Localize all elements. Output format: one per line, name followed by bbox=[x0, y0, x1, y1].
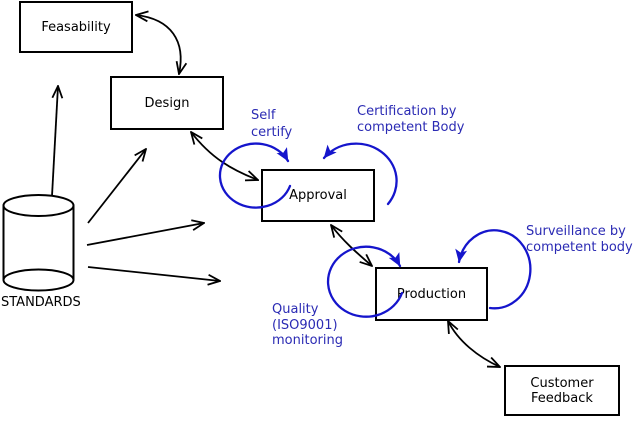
box-production: Production bbox=[375, 267, 488, 321]
box-feasability: Feasability bbox=[19, 1, 133, 53]
standards-cylinder bbox=[2, 194, 75, 292]
box-customer-feedback-label: Customer Feedback bbox=[530, 375, 594, 406]
arrow-design-approval bbox=[191, 132, 258, 180]
box-customer-feedback: Customer Feedback bbox=[504, 365, 620, 416]
box-approval-label: Approval bbox=[289, 188, 347, 203]
box-approval: Approval bbox=[261, 169, 375, 222]
annotation-quality-iso9001-monitoring: Quality (ISO9001) monitoring bbox=[272, 302, 343, 348]
box-feasability-label: Feasability bbox=[41, 19, 111, 35]
arrow-approval-production bbox=[331, 225, 372, 266]
datastore-standards-label: STANDARDS bbox=[1, 295, 81, 310]
annotation-certification-by-competent-body: Certification by competent Body bbox=[357, 104, 465, 135]
arrow-production-customer-feedback bbox=[448, 321, 500, 367]
arrow-standards-design bbox=[87, 149, 146, 224]
box-design-label: Design bbox=[144, 95, 190, 111]
box-design: Design bbox=[110, 76, 224, 130]
arrow-standards-approval bbox=[86, 223, 204, 246]
arrow-standards-production bbox=[87, 266, 220, 281]
annotation-self-certify: Self certify bbox=[251, 108, 293, 140]
annotation-surveillance-by-competent-body: Surveillance by competent body bbox=[526, 224, 633, 255]
box-production-label: Production bbox=[396, 286, 467, 302]
arrow-standards-feasability bbox=[51, 86, 58, 197]
arrow-feasability-design bbox=[136, 15, 181, 74]
